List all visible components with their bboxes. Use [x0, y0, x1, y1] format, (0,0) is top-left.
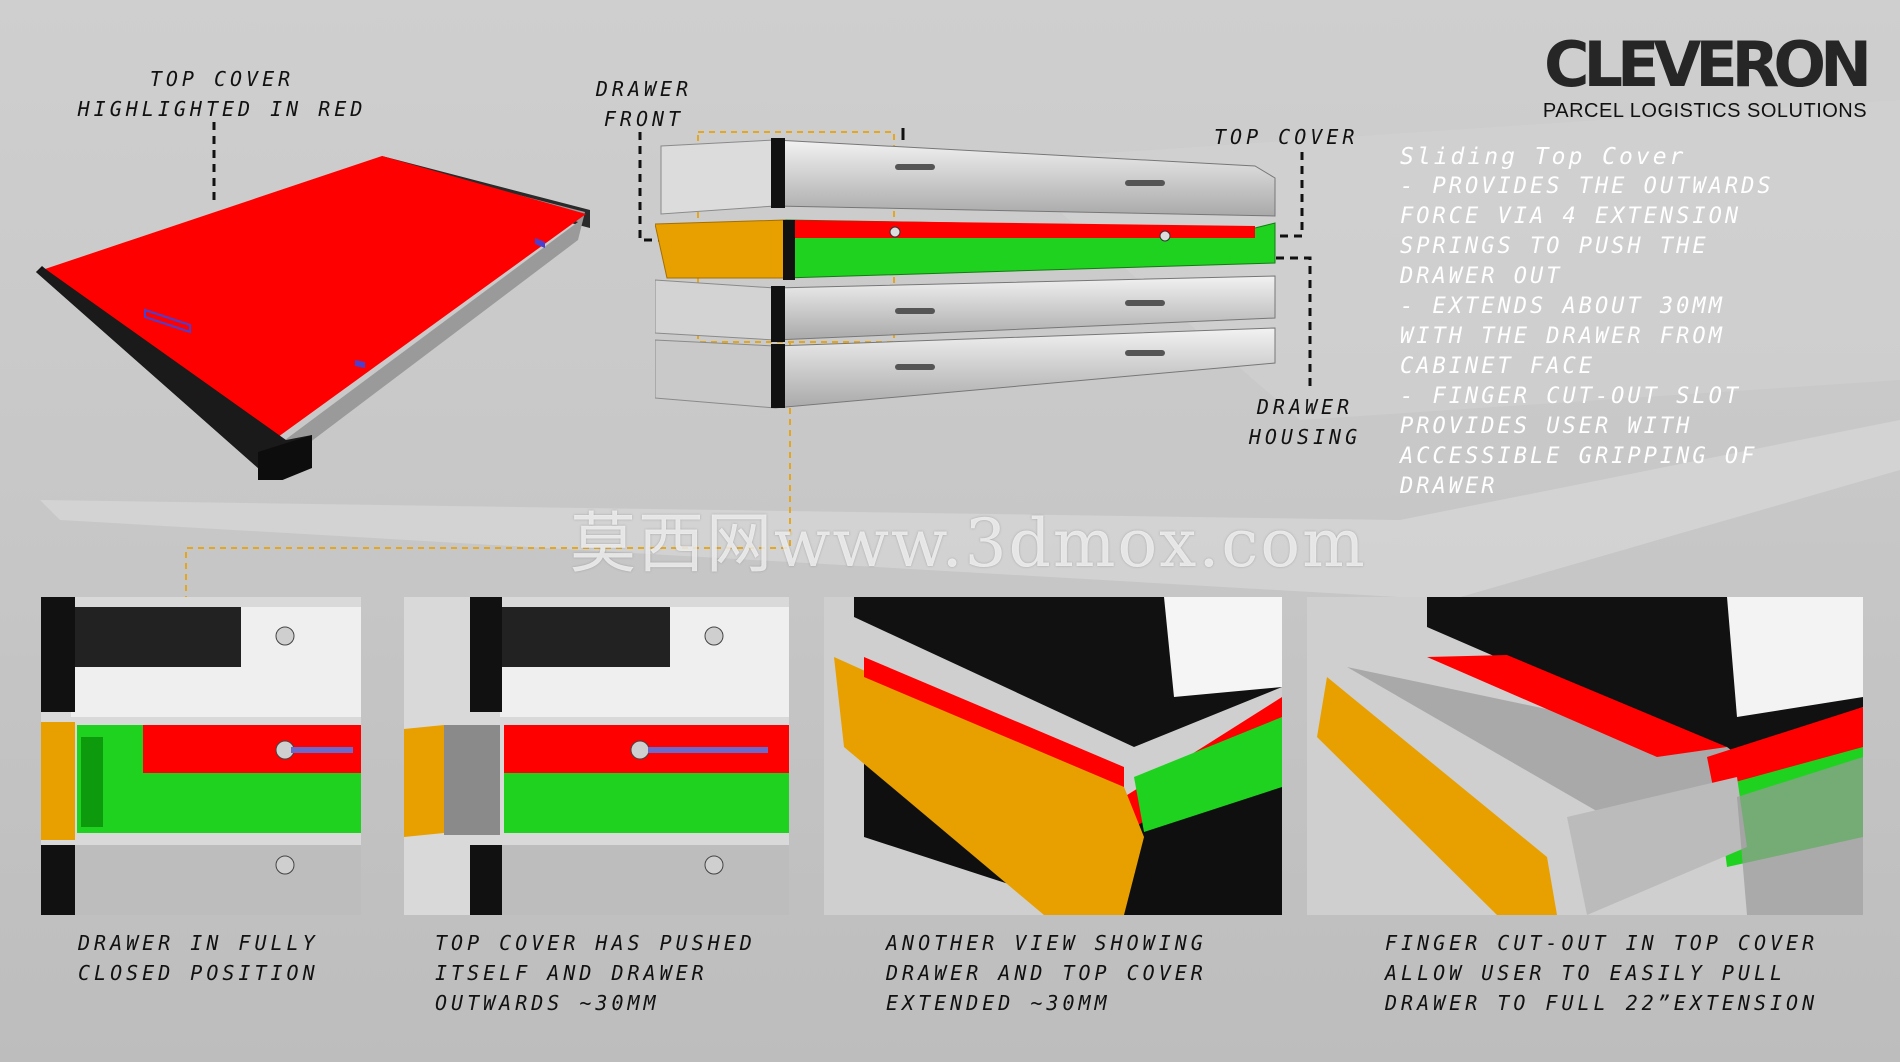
- caption-another-view: ANOTHER VIEW SHOWING DRAWER AND TOP COVE…: [886, 931, 1207, 1015]
- logo-name: CLEVERON: [1543, 28, 1872, 101]
- logo-tagline: PARCEL LOGISTICS SOLUTIONS: [1542, 100, 1868, 122]
- drawer-isometric-red-cover: [36, 156, 590, 480]
- panel-drawer-extended-view: [824, 597, 1282, 915]
- callout-drawer-housing: DRAWER HOUSING: [1248, 395, 1362, 449]
- caption-pushed: TOP COVER HAS PUSHED ITSELF AND DRAWER O…: [435, 931, 756, 1015]
- panel-drawer-closed: [41, 597, 361, 915]
- callout-top-cover-red: TOP COVER HIGHLIGHTED IN RED: [77, 67, 367, 121]
- watermark-text: 莫西网www.3dmox.com: [570, 505, 1367, 582]
- caption-closed: DRAWER IN FULLY CLOSED POSITION: [78, 931, 319, 985]
- panel-drawer-pushed: [404, 597, 789, 915]
- caption-finger-cutout: FINGER CUT-OUT IN TOP COVER ALLOW USER T…: [1385, 931, 1819, 1015]
- callout-top-cover: TOP COVER: [1214, 125, 1359, 149]
- sliding-top-cover-description: Sliding Top Cover - provides the outward…: [1400, 144, 1774, 499]
- drawer-stack-assembly: [655, 128, 1276, 409]
- callout-drawer-front: DRAWER FRONT: [595, 77, 693, 131]
- panel-finger-cutout: [1307, 597, 1863, 915]
- cleveron-logo: CLEVERON PARCEL LOGISTICS SOLUTIONS: [1540, 28, 1872, 123]
